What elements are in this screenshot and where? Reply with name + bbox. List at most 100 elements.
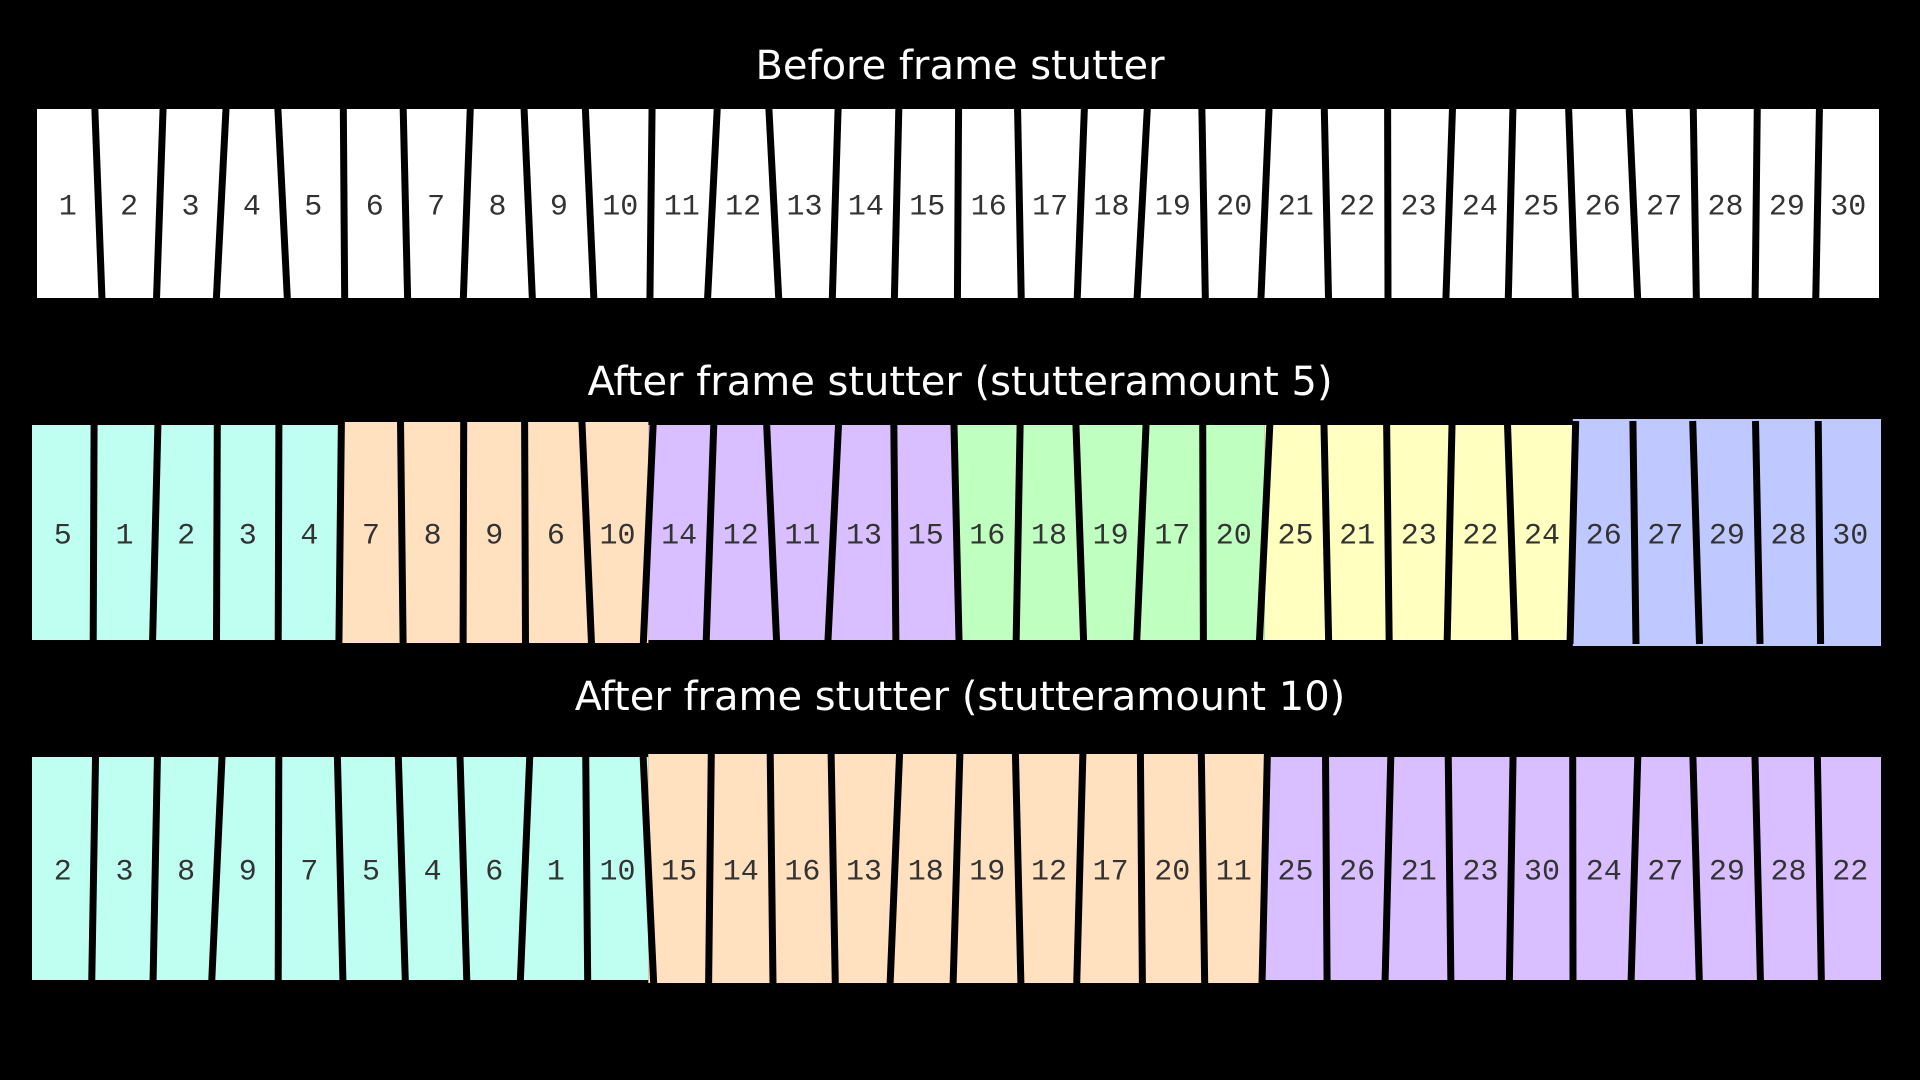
frame-number: 6 — [485, 856, 503, 890]
frame-number: 8 — [177, 856, 195, 890]
frame-separator — [1566, 420, 1580, 645]
frame-number: 10 — [599, 520, 635, 554]
frame-number: 3 — [181, 191, 199, 225]
frame-separator — [1199, 420, 1207, 645]
frame-separator — [890, 104, 903, 303]
frame-separator — [399, 104, 412, 303]
frame-number: 2 — [120, 191, 138, 225]
frame-number: 12 — [725, 191, 761, 225]
frame-number: 23 — [1462, 856, 1498, 890]
frame-separator — [274, 104, 291, 303]
frame-number: 13 — [846, 520, 882, 554]
frame-number: 10 — [602, 191, 638, 225]
frame-number: 24 — [1524, 520, 1560, 554]
frame-separator — [1443, 420, 1456, 645]
frame-separator — [1814, 420, 1825, 645]
frame-separator — [91, 104, 106, 303]
frame-number: 25 — [1523, 191, 1559, 225]
frame-separator — [339, 104, 349, 303]
frame-number: 15 — [908, 520, 944, 554]
frame-number: 30 — [1830, 191, 1866, 225]
frame-separator — [763, 420, 781, 645]
frame-number: 26 — [1339, 856, 1375, 890]
frame-separator — [152, 104, 167, 303]
frame-number: 4 — [243, 191, 261, 225]
row-title-stutter-5: After frame stutter (stutteramount 5) — [587, 359, 1333, 405]
frame-separator — [333, 752, 347, 985]
frame-separator — [581, 104, 598, 303]
frame-separator — [274, 752, 283, 985]
frame-number: 5 — [304, 191, 322, 225]
frame-separator — [1133, 420, 1150, 645]
frame-separator — [766, 752, 777, 985]
frame-separator — [149, 420, 162, 645]
frame-number: 20 — [1154, 856, 1190, 890]
frame-separator — [1073, 104, 1088, 303]
frame-number: 25 — [1277, 856, 1313, 890]
frame-separator — [1813, 752, 1825, 985]
frame-separator — [705, 752, 715, 985]
frame-number: 15 — [909, 191, 945, 225]
frame-number: 22 — [1339, 191, 1375, 225]
frame-group-5 — [1264, 425, 1573, 640]
frame-number: 26 — [1585, 191, 1621, 225]
frame-separator — [89, 420, 98, 645]
frame-separator — [1812, 104, 1823, 303]
frame-separator — [646, 104, 656, 303]
frame-number: 27 — [1647, 856, 1683, 890]
frame-number: 18 — [1031, 520, 1067, 554]
frame-separator — [520, 104, 536, 303]
frame-separator — [1014, 104, 1025, 303]
frame-separator — [1383, 420, 1393, 645]
frame-number: 6 — [366, 191, 384, 225]
frame-number: 14 — [723, 856, 759, 890]
frame-separator — [394, 752, 409, 985]
frame-number: 12 — [723, 520, 759, 554]
frame-number: 12 — [1031, 856, 1067, 890]
frame-number: 23 — [1401, 520, 1437, 554]
frame-separator — [456, 752, 471, 985]
frame-number: 6 — [547, 520, 565, 554]
frame-separator — [1503, 420, 1519, 645]
frame-separator — [1073, 752, 1087, 985]
frame-separator — [639, 420, 657, 645]
frame-number: 16 — [969, 520, 1005, 554]
frame-number: 22 — [1832, 856, 1868, 890]
frame-separator — [88, 752, 100, 985]
frame-number: 21 — [1339, 520, 1375, 554]
frame-separator — [765, 104, 783, 303]
frame-number: 21 — [1278, 191, 1314, 225]
frame-separator — [828, 104, 842, 303]
frame-separator — [1751, 752, 1764, 985]
frame-number: 17 — [1032, 191, 1068, 225]
frame-separator — [459, 104, 474, 303]
frame-number: 24 — [1586, 856, 1622, 890]
frame-number: 27 — [1647, 520, 1683, 554]
frame-number: 19 — [1093, 520, 1129, 554]
frame-separator — [949, 752, 964, 985]
frame-separator — [1011, 752, 1025, 985]
frame-number: 18 — [1093, 191, 1129, 225]
frame-separator — [1255, 420, 1274, 645]
frame-number: 1 — [59, 191, 77, 225]
frame-number: 30 — [1524, 856, 1560, 890]
frame-separator — [1505, 752, 1517, 985]
frame-separator — [1689, 752, 1703, 985]
frame-number: 20 — [1216, 520, 1252, 554]
frame-separator — [1752, 420, 1764, 645]
frame-number: 3 — [115, 856, 133, 890]
frame-number: 24 — [1462, 191, 1498, 225]
frame-number: 11 — [664, 191, 700, 225]
frame-separator — [212, 104, 230, 303]
frame-number: 9 — [550, 191, 568, 225]
frame-separator — [213, 420, 221, 645]
frame-number: 17 — [1154, 520, 1190, 554]
frame-separator — [1751, 104, 1761, 303]
frame-separator — [639, 752, 658, 985]
frame-group-1 — [32, 425, 341, 640]
frame-group-6 — [1572, 419, 1881, 646]
frame-separator — [703, 104, 721, 303]
frame-number: 2 — [177, 520, 195, 554]
frame-separator — [1625, 104, 1642, 303]
